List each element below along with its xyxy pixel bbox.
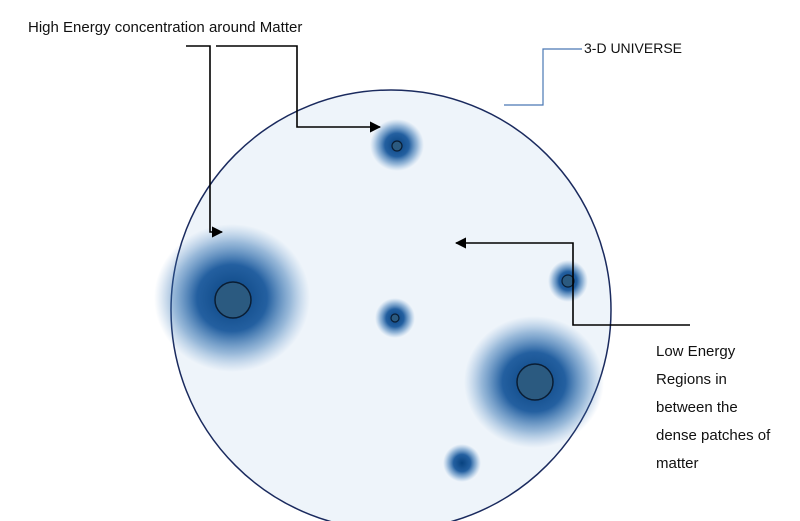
low-energy-label-line-2: Regions in	[656, 371, 727, 388]
high-energy-arrow-top	[216, 45, 382, 133]
high-energy-arrow-left	[186, 45, 224, 238]
matter-core-large-right	[516, 363, 554, 401]
low-energy-label-line-4: dense patches of	[656, 427, 771, 444]
low-energy-label-line-3: between the	[656, 399, 738, 416]
matter-core-center	[390, 313, 400, 323]
low-energy-arrow	[454, 237, 690, 326]
matter-core-large-left	[214, 281, 252, 319]
universe-pointer-line	[504, 48, 582, 106]
matter-core-top	[391, 140, 403, 152]
low-energy-label-line-1: Low Energy	[656, 343, 736, 360]
high-energy-label: High Energy concentration around Matter	[28, 19, 303, 36]
energy-glow-bottom	[443, 444, 481, 482]
low-energy-label-line-5: matter	[656, 455, 699, 472]
matter-cores	[214, 140, 575, 401]
universe-label: 3-D UNIVERSE	[584, 40, 683, 56]
matter-core-right	[561, 274, 575, 288]
low-energy-label: Low Energy Regions in between the dense …	[656, 338, 770, 478]
